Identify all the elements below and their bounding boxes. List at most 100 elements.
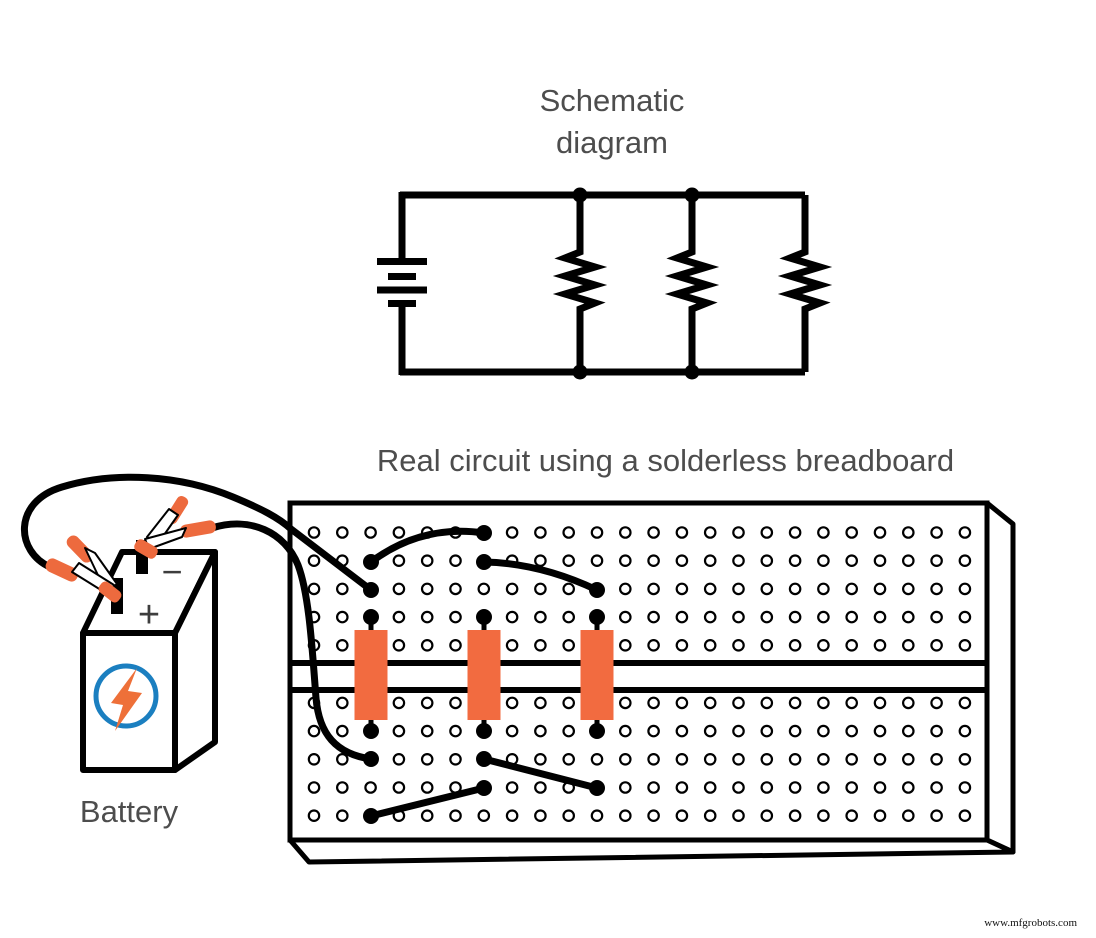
breadboard-hole: [307, 809, 321, 822]
breadboard-hole: [901, 724, 915, 738]
breadboard-hole: [817, 724, 830, 738]
breadboard-hole: [817, 781, 830, 794]
breadboard-hole: [958, 752, 972, 766]
breadboard-hole: [675, 554, 689, 567]
breadboard-hole: [675, 752, 689, 766]
breadboard-hole: [449, 610, 462, 624]
breadboard-hole: [760, 752, 774, 766]
breadboard-hole: [335, 638, 349, 652]
breadboard-hole: [675, 696, 689, 710]
breadboard-hole: [845, 526, 858, 539]
junction-dot: [572, 364, 588, 380]
connection-dots: [363, 525, 605, 824]
breadboard-hole: [618, 781, 632, 794]
breadboard-hole: [675, 526, 689, 539]
breadboard-hole: [505, 526, 519, 539]
breadboard-hole: [873, 554, 887, 567]
breadboard-bottom-side: [287, 837, 1016, 865]
breadboard-hole: [534, 781, 547, 794]
resistor-body-3: [580, 630, 614, 720]
breadboard-hole: [505, 582, 519, 596]
breadboard-hole: [618, 752, 632, 766]
breadboard-hole: [873, 696, 887, 710]
breadboard-hole: [901, 554, 915, 567]
breadboard-hole: [958, 610, 972, 624]
breadboard-hole: [760, 724, 774, 738]
breadboard-hole: [534, 752, 547, 766]
breadboard-hole: [307, 752, 321, 766]
breadboard-hole: [930, 582, 943, 596]
breadboard-hole: [873, 781, 887, 794]
breadboard-hole: [335, 809, 349, 822]
breadboard-hole: [901, 696, 915, 710]
breadboard-hole: [618, 724, 632, 738]
breadboard-hole: [647, 752, 660, 766]
breadboard-hole: [930, 610, 943, 624]
breadboard-hole: [845, 724, 858, 738]
breadboard-hole: [873, 582, 887, 596]
resistor-body-1: [354, 630, 388, 720]
breadboard-hole: [307, 582, 321, 596]
breadboard-hole: [930, 781, 943, 794]
breadboard-hole: [307, 554, 321, 567]
breadboard-hole: [958, 554, 972, 567]
breadboard-hole: [420, 554, 434, 567]
breadboard-hole: [477, 582, 491, 596]
schematic-title-line1: Schematic: [539, 83, 685, 118]
breadboard-hole: [817, 752, 830, 766]
breadboard-hole: [420, 638, 434, 652]
breadboard-hole: [505, 610, 519, 624]
breadboard-hole: [647, 526, 660, 539]
watermark: www.mfgrobots.com: [984, 917, 1077, 929]
breadboard-hole: [958, 582, 972, 596]
breadboard-hole: [534, 554, 547, 567]
breadboard-hole: [392, 554, 406, 567]
battery-symbol: [377, 192, 427, 375]
breadboard-hole: [618, 610, 632, 624]
breadboard-hole: [534, 526, 547, 539]
breadboard-hole: [420, 781, 434, 794]
breadboard-hole: [873, 752, 887, 766]
breadboard-hole: [335, 724, 349, 738]
breadboard-hole: [420, 610, 434, 624]
breadboard-hole: [647, 582, 660, 596]
breadboard-hole: [873, 724, 887, 738]
breadboard-hole: [817, 526, 830, 539]
breadboard-hole: [307, 724, 321, 738]
breadboard-hole: [817, 554, 830, 567]
breadboard-hole: [930, 724, 943, 738]
breadboard-right-side: [984, 500, 1016, 855]
breadboard-hole: [647, 809, 660, 822]
breadboard-hole: [732, 781, 745, 794]
breadboard-hole: [760, 554, 774, 567]
breadboard-hole: [732, 582, 745, 596]
breadboard-hole: [873, 809, 887, 822]
breadboard-hole: [562, 724, 575, 738]
alligator-clip-negative: [134, 495, 216, 559]
breadboard-hole: [647, 610, 660, 624]
breadboard-hole: [335, 582, 349, 596]
breadboard-hole: [449, 554, 462, 567]
breadboard-hole: [420, 809, 434, 822]
breadboard-hole: [562, 696, 575, 710]
breadboard-hole: [760, 526, 774, 539]
breadboard-hole: [732, 724, 745, 738]
breadboard-hole: [590, 752, 604, 766]
schematic-title: Schematic diagram: [447, 80, 777, 164]
breadboard-hole: [958, 638, 972, 652]
alligator-clip-positive: [45, 535, 122, 603]
breadboard-hole: [760, 582, 774, 596]
breadboard-hole: [562, 809, 575, 822]
breadboard-hole: [534, 582, 547, 596]
breadboard-hole: [732, 526, 745, 539]
breadboard-hole: [930, 526, 943, 539]
breadboard-hole: [335, 610, 349, 624]
breadboard-hole: [335, 696, 349, 710]
breadboard-hole: [675, 582, 689, 596]
breadboard-hole: [930, 809, 943, 822]
breadboard-hole: [505, 724, 519, 738]
breadboard-hole: [703, 526, 717, 539]
jumper-wire-3: [367, 784, 488, 820]
breadboard-hole: [590, 809, 604, 822]
